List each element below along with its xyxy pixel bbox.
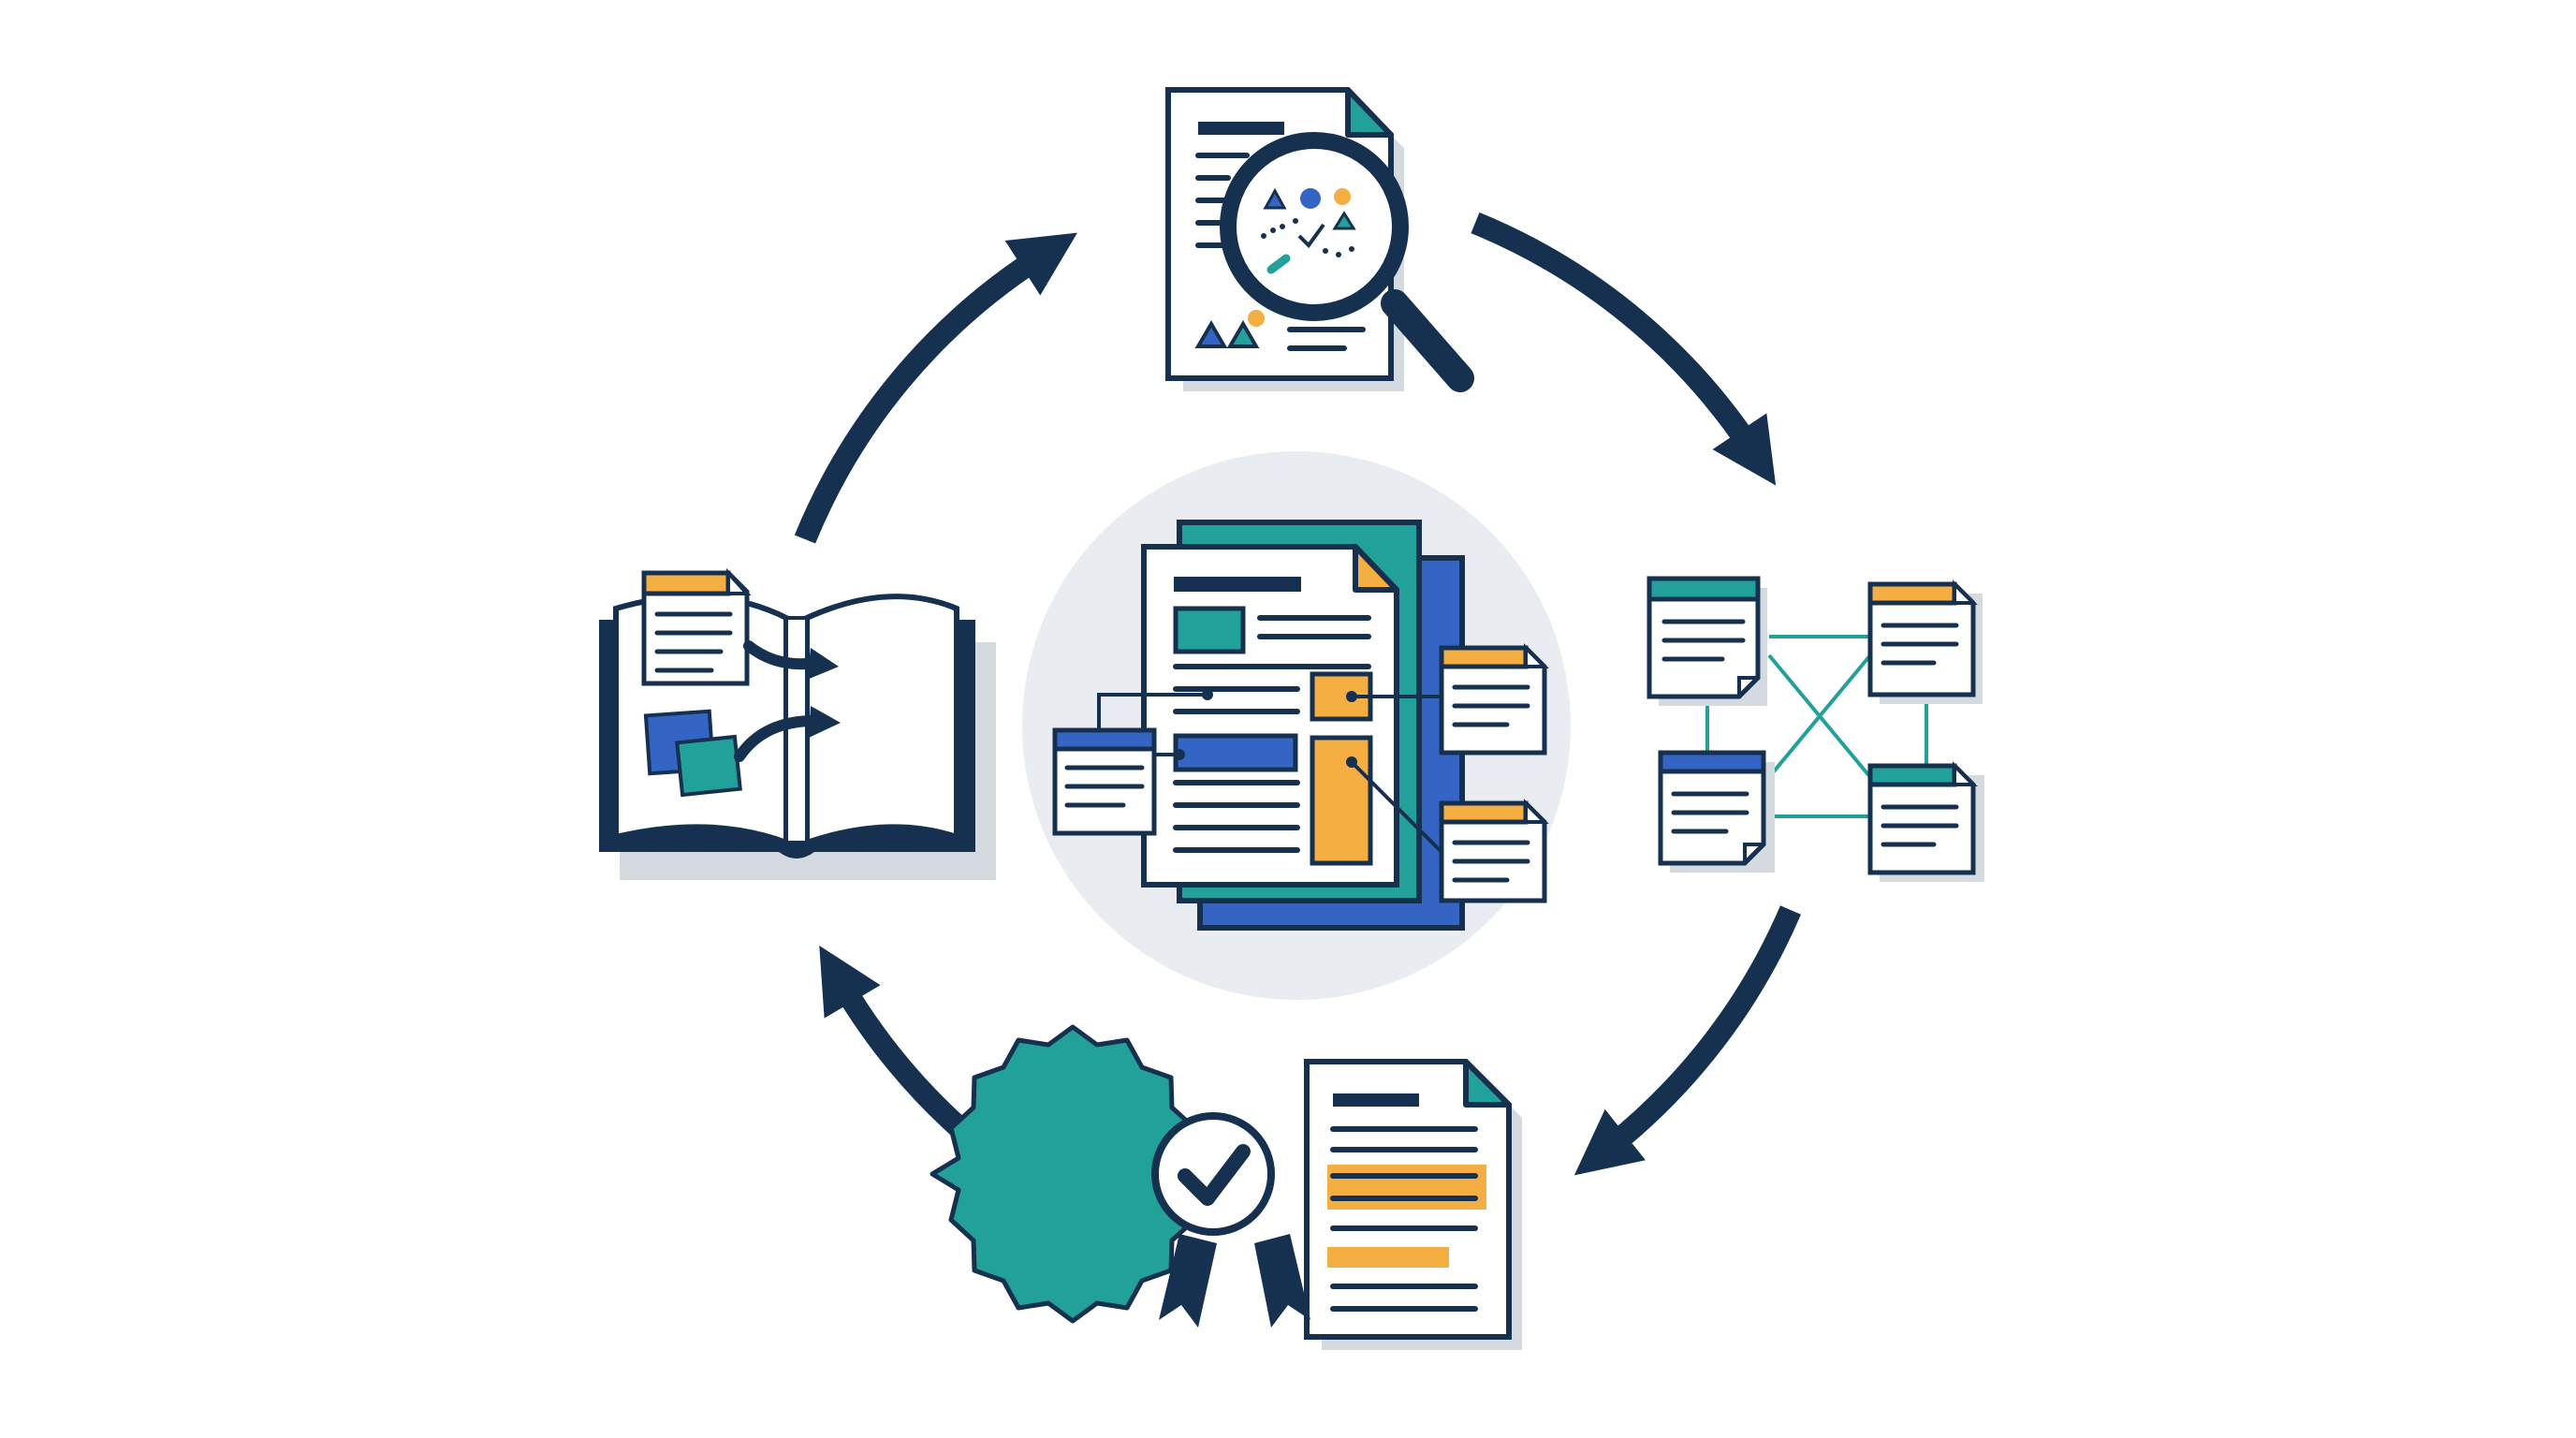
linked-cards-network-icon — [1647, 576, 1984, 882]
arrow-top-right — [1471, 212, 1777, 486]
open-book-with-notes-icon — [599, 567, 996, 880]
arrow-top-left — [794, 232, 1077, 544]
document-magnifier-icon — [1165, 87, 1474, 392]
central-document-stack-icon — [1022, 451, 1571, 1000]
arrow-bottom-right — [1573, 905, 1802, 1176]
certificate-award-badge-icon — [929, 1024, 1522, 1350]
